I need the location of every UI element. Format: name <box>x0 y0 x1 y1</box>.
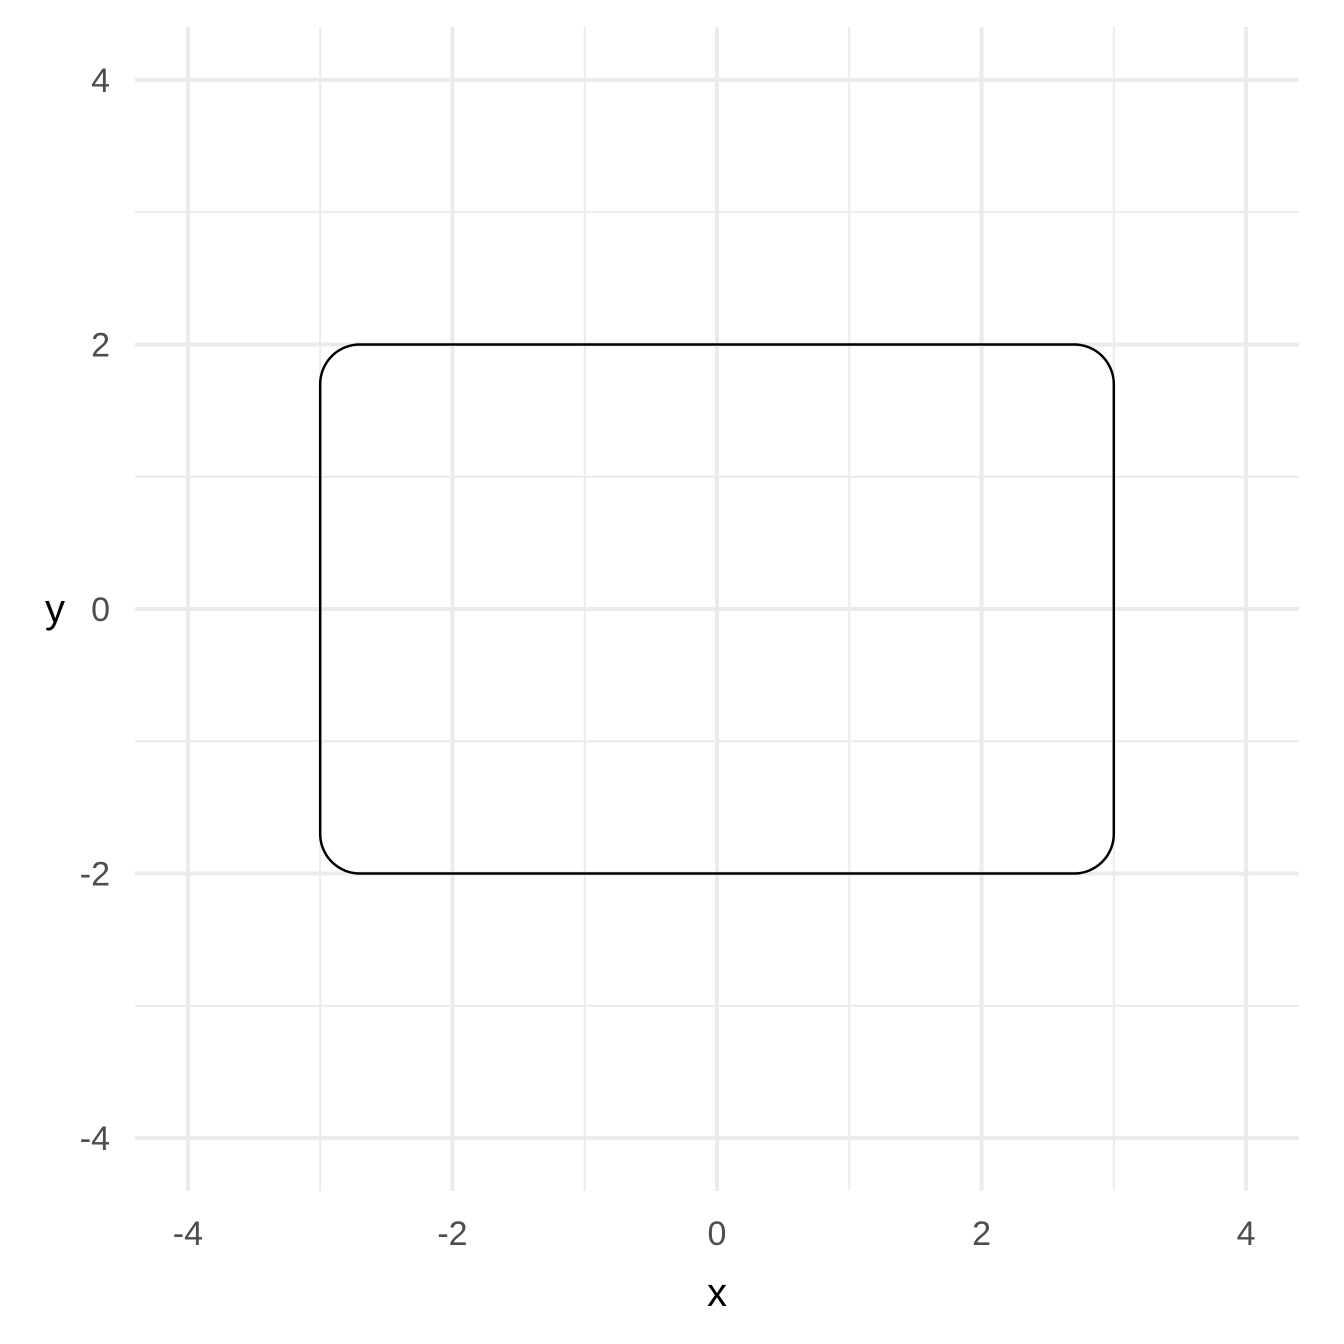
y-tick-label: 2 <box>91 326 110 364</box>
x-tick-label: 0 <box>708 1215 727 1253</box>
x-axis-tick-labels: -4 -2 0 2 4 <box>173 1215 1256 1253</box>
major-gridlines <box>135 27 1299 1191</box>
y-tick-label: 4 <box>91 62 110 100</box>
x-tick-label: 4 <box>1237 1215 1256 1253</box>
x-tick-label: -4 <box>173 1215 203 1253</box>
y-tick-label: 0 <box>91 591 110 629</box>
y-tick-label: -4 <box>80 1120 110 1158</box>
y-axis-title: y <box>45 587 65 631</box>
y-axis-tick-labels: -4 -2 0 2 4 <box>80 62 110 1158</box>
x-tick-label: 2 <box>972 1215 991 1253</box>
x-tick-label: -2 <box>437 1215 467 1253</box>
x-axis-title: x <box>707 1271 727 1315</box>
data-shapes <box>318 343 1116 875</box>
y-tick-label: -2 <box>80 856 110 894</box>
rounded-rectangle-shape <box>318 343 1116 875</box>
